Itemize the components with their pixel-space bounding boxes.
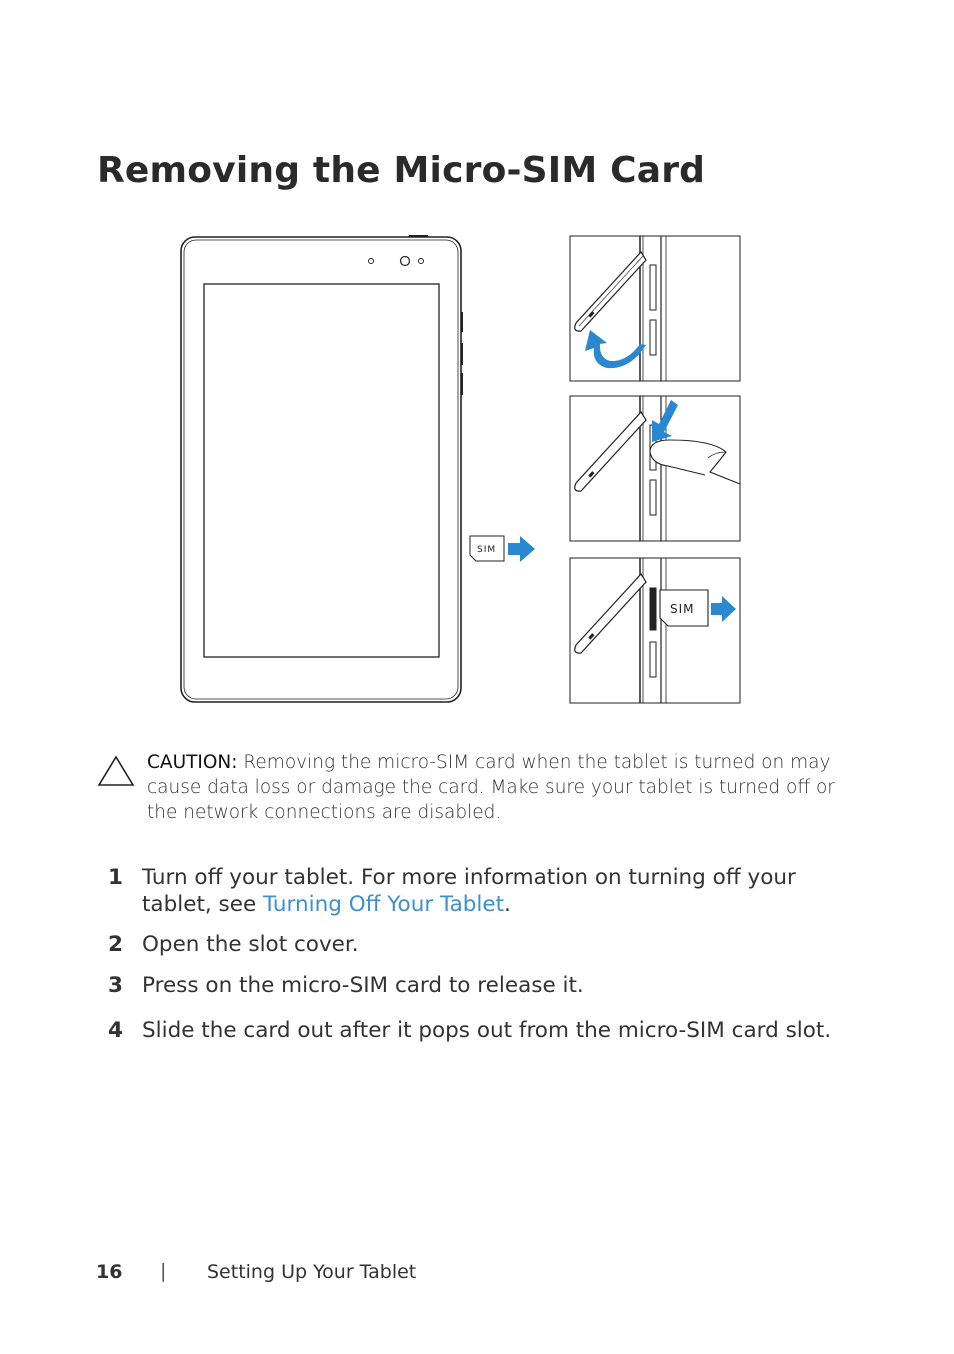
slide-out-arrow-icon [711,596,736,622]
step-number: 1 [108,865,123,890]
step-text-part: Turn off your tablet. For more informati… [142,865,796,917]
step-text: Open the slot cover. [142,932,359,957]
rotate-arrow-icon [585,330,646,369]
page-number: 16 [96,1261,123,1283]
caution-label: CAUTION: [147,752,238,773]
footer-separator: | [160,1260,167,1282]
step-number: 2 [108,932,123,957]
caution-text: CAUTION: Removing the micro-SIM card whe… [147,750,837,825]
step-panel-open-cover [569,235,741,382]
step-text: Press on the micro-SIM card to release i… [142,973,584,998]
press-arrow-icon [652,400,678,442]
insert-arrow-icon [508,536,535,562]
sim-card-large [659,589,709,627]
step-panel-press-card [569,395,741,542]
step-text-part: . [504,892,511,917]
svg-text:SIM: SIM [477,545,496,555]
tablet-illustration [180,235,463,703]
sim-card-small: SIM [469,535,505,562]
section-title: Setting Up Your Tablet [207,1261,417,1283]
step-text: Slide the card out after it pops out fro… [142,1018,832,1043]
svg-text:SIM: SIM [670,602,695,616]
turning-off-link[interactable]: Turning Off Your Tablet [263,892,505,917]
finger-icon [649,439,741,485]
page-title: Removing the Micro-SIM Card [97,150,706,191]
step-panel-slide-out: SIM [569,557,741,704]
step-number: 3 [108,973,123,998]
step-number: 4 [108,1018,123,1043]
caution-icon [97,755,135,786]
sim-removal-illustration: SIM [180,235,741,704]
caution-body: Removing the micro-SIM card when the tab… [147,752,835,823]
step-text: Turn off your tablet. For more informati… [142,864,842,918]
